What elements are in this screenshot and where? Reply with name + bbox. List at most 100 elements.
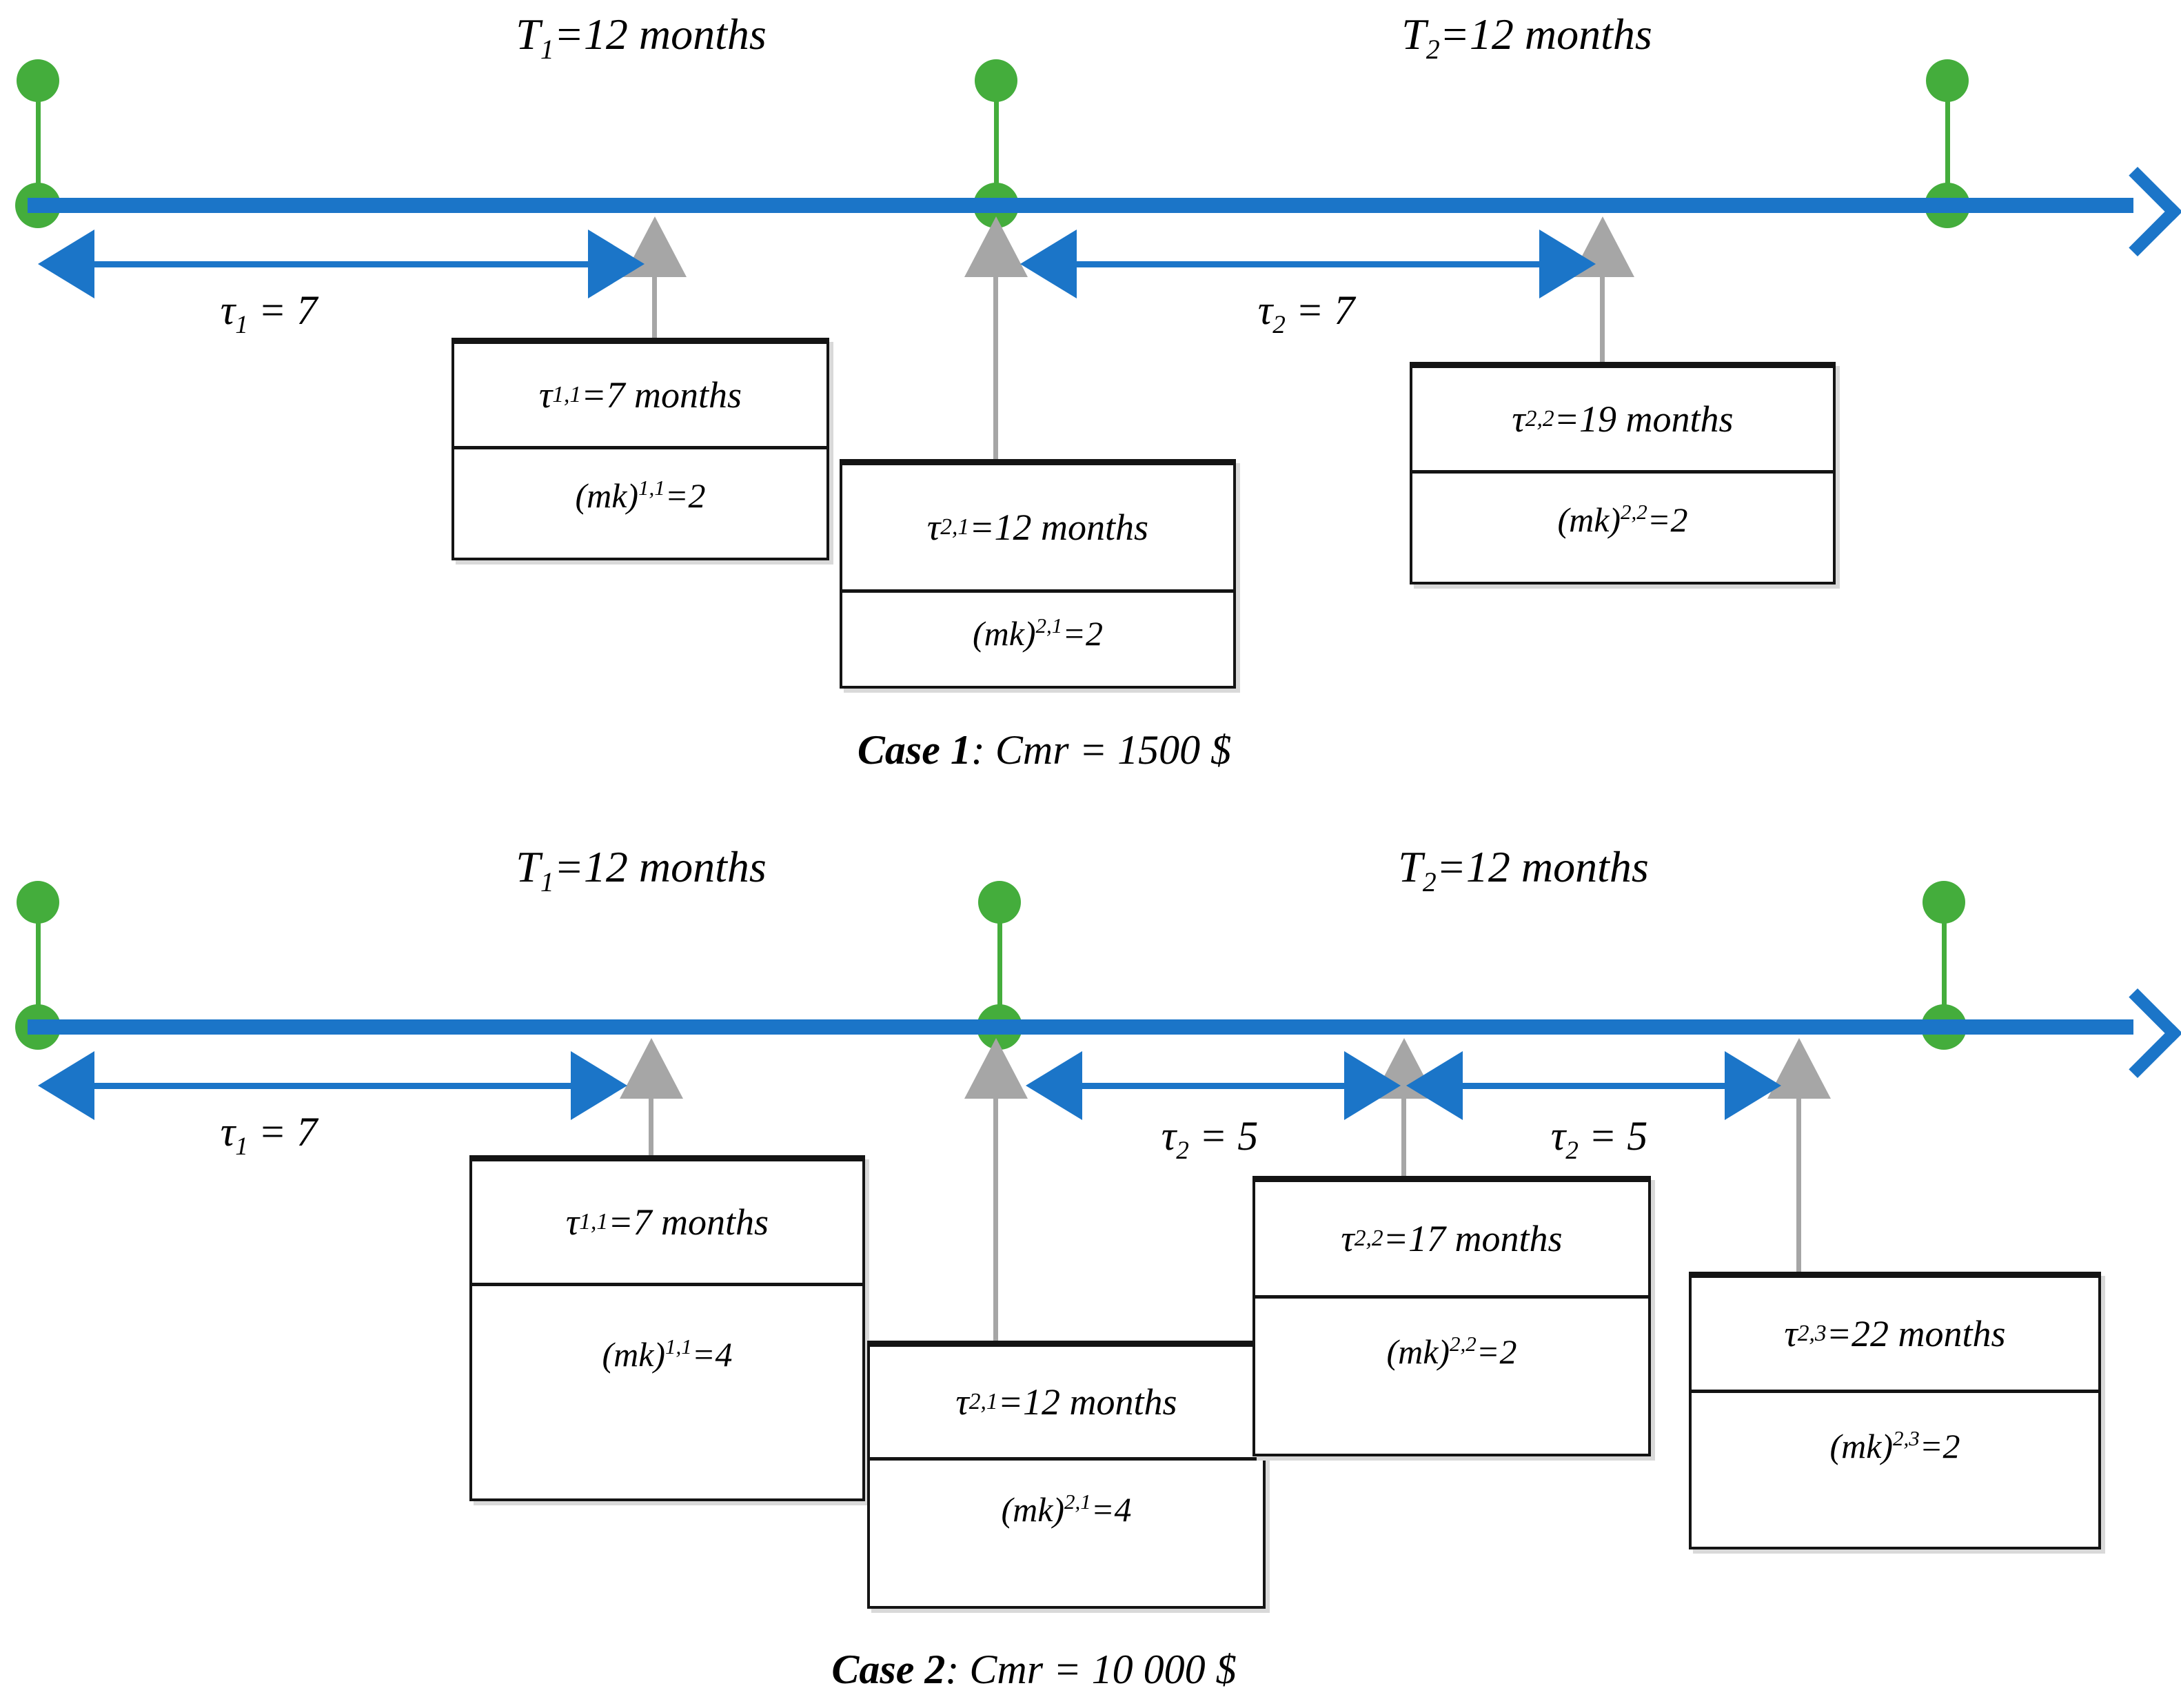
mk-subscript: 2,1 <box>1035 613 1063 638</box>
right-arrowhead-icon <box>588 230 645 298</box>
right-arrowhead-icon <box>1344 1051 1401 1120</box>
arrow-line <box>1401 1096 1406 1176</box>
tau-value: = 7 <box>247 287 318 333</box>
case1-timeline-arrowhead-icon <box>2092 166 2181 257</box>
caption-case-name: Case 2 <box>831 1647 946 1692</box>
tau-value: = 5 <box>1188 1113 1259 1159</box>
marker-head-icon <box>1923 881 1965 924</box>
caption-separator: : <box>971 727 995 773</box>
mk-value: =2 <box>1919 1427 1960 1465</box>
arrow-line <box>652 274 657 338</box>
tau-subscript: 2 <box>1272 311 1286 339</box>
case1-tau2-value-label: τ2 = 7 <box>1258 289 1355 338</box>
case1-timeline <box>28 198 2133 213</box>
tau-value: = 7 <box>1285 287 1355 333</box>
caption-value: = 10 000 $ <box>1043 1647 1237 1692</box>
tau-value: =19 months <box>1554 398 1734 440</box>
case2-t2-period-label: T2=12 months <box>1398 845 1649 896</box>
tau-value: = 5 <box>1578 1113 1648 1159</box>
marker-head-icon <box>1926 59 1969 102</box>
right-arrowhead-icon <box>571 1051 627 1120</box>
up-arrow-icon <box>620 1038 683 1099</box>
marker-head-icon <box>17 881 59 924</box>
mk-subscript: 2,2 <box>1450 1332 1477 1356</box>
up-arrow-icon <box>964 216 1028 277</box>
caption-variable: Cmr <box>995 727 1069 773</box>
mk-symbol: (mk) <box>1829 1427 1894 1465</box>
marker-stem <box>997 903 1002 1024</box>
mk-symbol: (mk) <box>1557 500 1621 539</box>
mk-subscript: 1,1 <box>665 1334 692 1359</box>
mk-subscript: 2,2 <box>1621 500 1647 524</box>
case-1-caption: Case 1: Cmr = 1500 $ <box>858 729 1231 771</box>
case2-tau1-value-label: τ1 = 7 <box>221 1111 318 1159</box>
case1-t2-period-label: T2=12 months <box>1401 12 1652 63</box>
up-arrow-icon <box>964 1038 1028 1099</box>
right-arrowhead-icon <box>1725 1051 1781 1120</box>
t2-subscript: 2 <box>1426 34 1440 65</box>
left-arrowhead-icon <box>1026 1051 1082 1120</box>
arrow-line <box>993 1096 998 1341</box>
t1-subscript: 1 <box>540 866 554 897</box>
mk-value: =2 <box>1062 614 1104 653</box>
box-value: (mk)2,1=2 <box>842 593 1233 686</box>
mk-value: =2 <box>1647 500 1688 539</box>
case1-tau1-value-label: τ1 = 7 <box>221 289 318 338</box>
marker-stem <box>36 81 41 202</box>
tau-subscript: 2 <box>1565 1137 1579 1165</box>
marker-stem <box>1945 81 1950 202</box>
tau-value: = 7 <box>247 1109 318 1155</box>
tau-symbol: τ <box>1512 398 1525 440</box>
mk-symbol: (mk) <box>972 614 1036 653</box>
tau-subscript: 2,2 <box>1354 1226 1383 1251</box>
tau-subscript: 2 <box>1176 1137 1189 1165</box>
right-arrowhead-icon <box>1539 230 1596 298</box>
dim-line <box>86 261 600 267</box>
t2-value: =12 months <box>1436 842 1649 891</box>
tau-subscript: 1 <box>235 1132 248 1161</box>
box-value: (mk)1,1=2 <box>454 449 826 558</box>
mk-value: =4 <box>1090 1490 1132 1529</box>
marker-stem <box>994 81 999 202</box>
arrow-line <box>993 274 998 459</box>
marker-head-icon <box>17 59 59 102</box>
marker-stem <box>1942 903 1947 1024</box>
arrow-line <box>649 1096 653 1155</box>
box-value: (mk)2,3=2 <box>1692 1393 2098 1547</box>
t1-value: =12 months <box>554 842 767 891</box>
tau-symbol: τ <box>1784 1313 1798 1354</box>
dim-line <box>1074 1083 1363 1089</box>
tau-subscript: 2,1 <box>940 514 970 540</box>
case2-timeline <box>28 1019 2133 1035</box>
t2-symbol: T <box>1401 10 1426 59</box>
mk-subscript: 2,1 <box>1064 1490 1091 1514</box>
t2-symbol: T <box>1398 842 1423 891</box>
case-2-caption: Case 2: Cmr = 10 000 $ <box>831 1649 1236 1690</box>
tau-value: =7 months <box>581 374 742 416</box>
left-arrowhead-icon <box>1020 230 1077 298</box>
mk-value: =2 <box>1476 1332 1517 1371</box>
tau-symbol: τ <box>220 287 236 333</box>
arrow-line <box>1600 274 1605 362</box>
tau-value: =12 months <box>969 507 1149 548</box>
caption-value: = 1500 $ <box>1068 727 1232 773</box>
box-value: (mk)2,2=2 <box>1412 474 1833 582</box>
mk-symbol: (mk) <box>575 476 639 515</box>
tau-subscript: 1,1 <box>579 1209 609 1234</box>
t1-symbol: T <box>516 10 540 59</box>
mk-symbol: (mk) <box>1001 1490 1065 1529</box>
mk-value: =2 <box>665 476 706 515</box>
tau-subscript: 1 <box>235 311 248 339</box>
tau-value: =22 months <box>1826 1313 2006 1354</box>
mk-symbol: (mk) <box>602 1335 666 1374</box>
